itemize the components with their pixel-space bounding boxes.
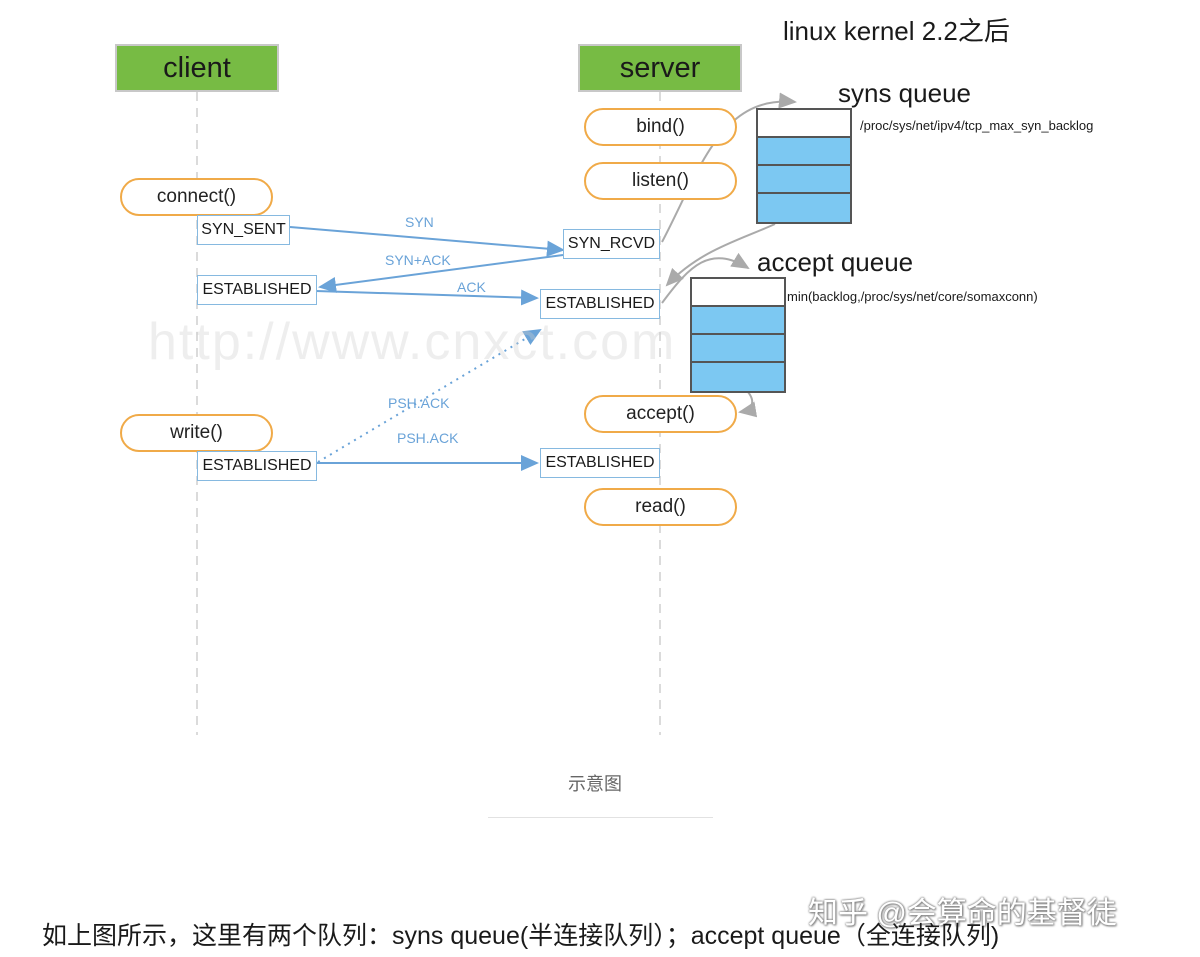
- server-header: server: [578, 44, 742, 92]
- psh-ack-label: PSH.ACK: [397, 430, 459, 446]
- kernel-version-note: linux kernel 2.2之后: [783, 16, 1010, 46]
- queue-slot: [692, 335, 784, 363]
- ack-label: ACK: [457, 279, 486, 295]
- client-state-established-write: ESTABLISHED: [197, 451, 317, 481]
- body-paragraph: 如上图所示，这里有两个队列：syns queue(半连接队列）；accept q…: [42, 922, 1000, 950]
- queue-slot: [758, 110, 850, 138]
- queue-slot: [758, 138, 850, 166]
- queue-slot: [692, 279, 784, 307]
- zhihu-watermark: 知乎 @会算命的基督徒: [808, 897, 1117, 930]
- accept-queue: [690, 277, 786, 393]
- syn-ack-arrow: [318, 254, 564, 293]
- listen-call: listen(): [584, 162, 737, 200]
- syns-queue: [756, 108, 852, 224]
- client-state-syn-sent: SYN_SENT: [197, 215, 290, 245]
- server-state-established-read: ESTABLISHED: [540, 448, 660, 478]
- psh-ack-dotted-arrow: [317, 328, 542, 463]
- syn-arrow: [289, 226, 565, 257]
- connect-call: connect(): [120, 178, 273, 216]
- client-header: client: [115, 44, 279, 92]
- accept-queue-title: accept queue: [757, 247, 914, 277]
- syns-queue-note: /proc/sys/net/ipv4/tcp_max_syn_backlog: [860, 118, 1094, 133]
- queue-slot: [758, 166, 850, 194]
- read-call: read(): [584, 488, 737, 526]
- bind-call: bind(): [584, 108, 737, 146]
- queue-slot: [692, 307, 784, 335]
- caption-divider: [488, 817, 713, 818]
- client-state-established: ESTABLISHED: [197, 275, 317, 305]
- accept-queue-note: min(backlog,/proc/sys/net/core/somaxconn…: [787, 289, 1038, 304]
- url-watermark: http://www.cnxct.com: [148, 313, 677, 371]
- write-call: write(): [120, 414, 273, 452]
- queue-slot: [758, 194, 850, 222]
- psh-ack-dotted-label: PSH.ACK: [388, 395, 450, 411]
- server-state-established: ESTABLISHED: [540, 289, 660, 319]
- syn-ack-label: SYN+ACK: [385, 252, 451, 268]
- established-to-accept-queue-curve: [661, 252, 750, 304]
- figure-caption: 示意图: [568, 774, 622, 794]
- syn-label: SYN: [405, 214, 434, 230]
- accept-queue-to-accept-curve: [738, 391, 758, 418]
- syns-queue-to-established-curve: [665, 223, 776, 287]
- ack-arrow: [315, 289, 539, 306]
- accept-call: accept(): [584, 395, 737, 433]
- server-state-syn-rcvd: SYN_RCVD: [563, 229, 660, 259]
- queue-slot: [692, 363, 784, 391]
- syns-queue-title: syns queue: [838, 78, 971, 108]
